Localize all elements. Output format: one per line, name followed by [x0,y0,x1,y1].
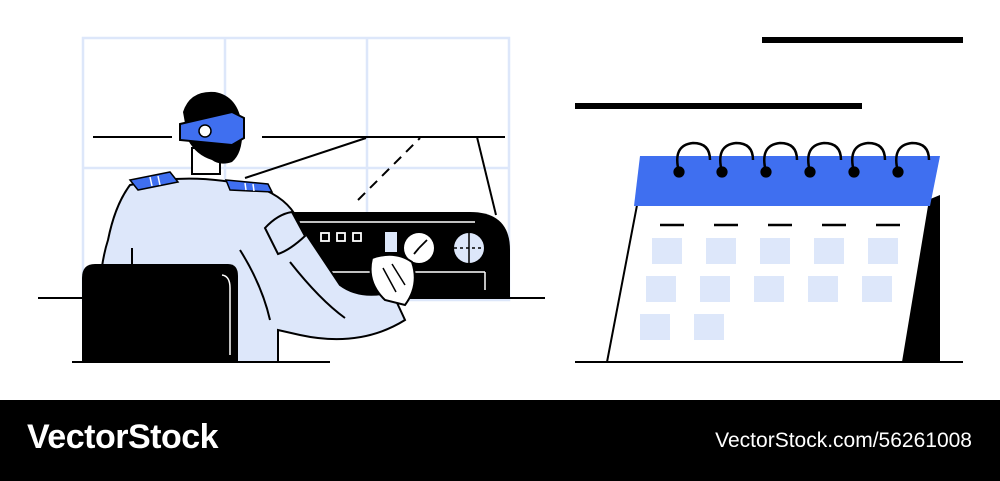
illustration [38,36,963,363]
cockpit-dashboard-icon [290,212,510,298]
watermark-bar: VectorStock VectorStock.com/56261008 [0,400,1000,481]
image-id-text: VectorStock.com/56261008 [715,429,972,452]
brand-logo: VectorStock [27,418,219,456]
cockpit-scene [38,36,545,363]
pilot-seat-icon [82,248,238,362]
vr-headset-icon [179,110,245,147]
calendar-icon [605,141,940,363]
calendar-scene [575,37,963,363]
